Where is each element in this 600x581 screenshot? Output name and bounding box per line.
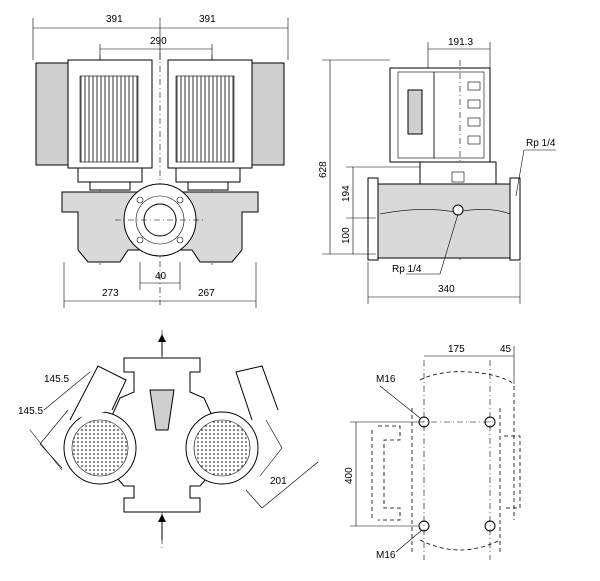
port-label-top-text: Rp 1/4: [526, 138, 556, 149]
port-label-top: Rp 1/4: [515, 138, 556, 197]
dim-base-height: 400: [344, 421, 418, 527]
dim-left-base: 273: [63, 262, 160, 308]
bolt-label-bottom-text: M16: [376, 550, 396, 561]
dim-base-height: 100: [341, 217, 376, 254]
dim-head-width: 191.3: [427, 37, 491, 68]
dim-motor-spacing-label: 290: [150, 36, 167, 47]
control-display: [407, 89, 423, 135]
dim-motor-spacing: 290: [99, 36, 213, 60]
dim-flange-height: 194: [341, 166, 420, 218]
bolt-label-top-text: M16: [376, 374, 396, 385]
dim-left-width: 391: [32, 14, 161, 60]
base-view: 175 45 400 M16 M16: [344, 344, 521, 561]
port-label-bottom-text: Rp 1/4: [392, 264, 422, 275]
dim-hole-spacing-label: 175: [448, 344, 465, 355]
dim-length: 340: [367, 262, 521, 304]
front-view: 391 391 290: [32, 14, 289, 308]
dim-base-height-label: 400: [344, 467, 355, 484]
side-neck: [419, 161, 497, 185]
top-flow-arrows: [158, 334, 166, 540]
dim-flange-height-label: 194: [341, 185, 352, 202]
left-flange: [367, 177, 379, 261]
dim-edge-offset: 45: [490, 344, 515, 384]
dim-head-width-label: 191.3: [448, 37, 473, 48]
dim-diag: 201: [245, 461, 319, 509]
dim-right-base: 267: [160, 262, 257, 308]
dim-left-width-label: 391: [106, 14, 123, 25]
dim-lower-offset-label: 145.5: [18, 406, 43, 417]
dim-edge-offset-label: 45: [500, 344, 512, 355]
bolt-label-bottom: M16: [376, 529, 423, 561]
dim-total-height: 628: [318, 59, 390, 255]
dim-upper-offset: 145.5: [43, 371, 91, 411]
bolt-holes: [418, 360, 496, 560]
dim-lower-offset: 145.5: [18, 406, 63, 471]
dim-length-label: 340: [438, 284, 455, 295]
dim-left-base-label: 273: [102, 288, 119, 299]
dim-total-height-label: 628: [318, 161, 329, 178]
side-motor-head: [389, 60, 491, 260]
dim-base-height-label: 100: [341, 227, 352, 244]
dim-hole-spacing: 175: [424, 344, 490, 357]
port-label-bottom: Rp 1/4: [392, 213, 459, 275]
right-motor: [167, 59, 285, 191]
base-outline: [371, 371, 521, 552]
dim-flange-offset: 40: [139, 262, 181, 290]
dim-right-width-label: 391: [199, 14, 216, 25]
top-view: 145.5 145.5 201: [18, 330, 319, 548]
side-view: 191.3 628: [318, 37, 556, 304]
bolt-label-top: M16: [376, 374, 421, 419]
dim-upper-offset-label: 145.5: [44, 374, 69, 385]
top-pump-body: [39, 357, 283, 513]
dim-right-width: 391: [160, 14, 289, 60]
dim-right-base-label: 267: [198, 288, 215, 299]
side-pump-body: [367, 171, 521, 261]
right-flange: [509, 177, 521, 261]
front-pump-housing: [61, 183, 259, 263]
dim-diag-label: 201: [270, 476, 287, 487]
left-motor: [35, 59, 153, 191]
dim-flange-offset-label: 40: [155, 271, 167, 282]
